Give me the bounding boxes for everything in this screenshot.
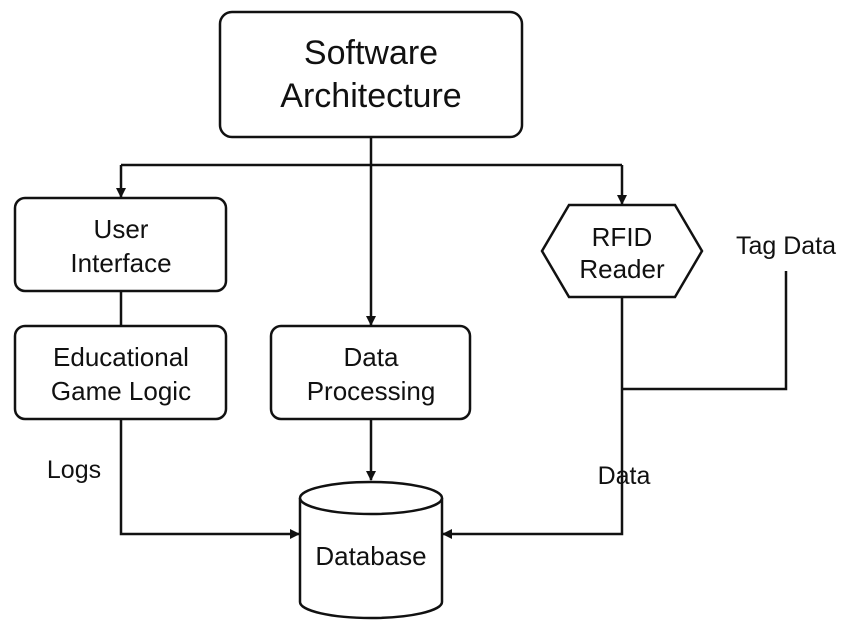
rfid-reader-label-line2: Reader (579, 254, 665, 284)
software-architecture-node (218, 10, 524, 139)
user-interface-label-line1: User (94, 214, 149, 244)
database-body (298, 498, 444, 620)
software-architecture-label-line2: Architecture (280, 77, 461, 115)
arrow-data-to-database (442, 297, 624, 539)
game-logic-node (13, 324, 228, 421)
software-architecture-label-line1: Software (304, 34, 438, 72)
database-node (298, 480, 444, 620)
database-top (298, 480, 444, 516)
data-processing-label-line2: Processing (307, 376, 436, 406)
arrow-logs-to-database (119, 419, 300, 539)
database-label: Database (315, 541, 426, 571)
game-logic-label-line2: Game Logic (51, 376, 191, 406)
data-label: Data (598, 462, 651, 490)
data-processing-label-line1: Data (344, 342, 399, 372)
connector-tag-data (622, 271, 788, 391)
rfid-reader-node (540, 203, 704, 299)
data-processing-node (269, 324, 472, 421)
rfid-reader-label-line1: RFID (592, 222, 653, 252)
logs-label: Logs (47, 456, 101, 484)
game-logic-label-line1: Educational (53, 342, 189, 372)
user-interface-node (13, 196, 228, 293)
user-interface-label-line2: Interface (70, 248, 171, 278)
tag-data-label: Tag Data (736, 232, 836, 260)
